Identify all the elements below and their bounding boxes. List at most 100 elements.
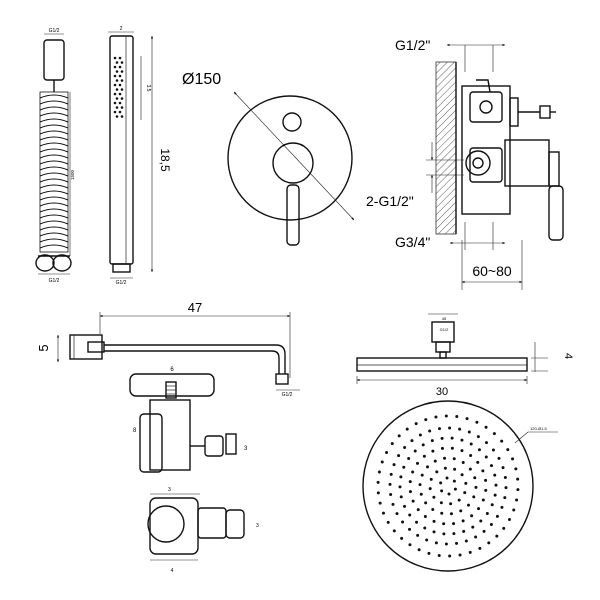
lower-valve-port [465,150,491,176]
spray-nozzle [115,106,119,109]
hose-coil-ring [39,244,69,249]
wall-flange [69,334,103,360]
spray-nozzle [120,106,124,109]
head-nozzle [389,472,393,476]
hose-coil-ring [39,142,69,147]
shower-head-side-drawing: 45 G1/2 4 30 [356,313,574,398]
hose-coil-ring [39,148,69,153]
head-nozzle [435,470,439,474]
head-nozzle [405,427,409,431]
head-nozzle [397,434,401,438]
head-nozzle [442,532,446,536]
hose-coil-ring [39,112,69,117]
hand-shower-top-label: 2 [120,26,123,32]
shower-head-top-drawing: 120-Ø1.5 [362,400,558,572]
head-nozzle [423,515,427,519]
shower-arm-drawing: 47 5 G1/2 [36,300,300,398]
diverter-knob [282,112,302,132]
head-nozzle [461,519,465,523]
head-nozzle [400,536,404,540]
hose-coil-ring [39,202,69,207]
diverter-stem [539,105,551,119]
head-nozzle [425,465,429,469]
head-nozzle [515,498,519,502]
head-nozzle [516,477,520,481]
mixer-front-drawing: Ø150 [182,71,355,246]
head-nozzle [477,507,481,511]
head-nozzle [474,535,478,539]
head-nozzle [421,443,425,447]
mixer-diameter-label: Ø150 [182,71,221,88]
head-nozzle [448,426,452,430]
head-nozzle [450,436,454,440]
hose-coil-ring [39,118,69,123]
head-nozzle [467,503,471,507]
head-nozzle [440,489,444,493]
outlet-label: 2-G1/2" [366,193,414,209]
head-nozzle [468,467,472,471]
head-nozzle [432,530,436,534]
mounting-depth-label: 60~80 [472,263,512,279]
head-nozzle [437,427,441,431]
hose-coil-ring [39,226,69,231]
head-nozzle [440,511,444,515]
head-nozzle [376,480,380,484]
head-nozzle [503,496,507,500]
head-nozzle [397,454,401,458]
mixer-cartridge [504,139,550,187]
head-nozzle [407,457,411,461]
hose-coil-ring [39,166,69,171]
head-nozzle [489,464,493,468]
spray-nozzles [113,56,124,118]
mixer-side-lever [548,185,564,241]
head-nozzle [516,488,520,492]
head-nozzle [478,546,482,550]
arm-height-label: 5 [36,344,51,351]
head-nozzle [437,553,441,557]
holder-height-label: 8 [133,428,137,434]
head-nozzle [401,520,405,524]
head-nozzle [464,539,468,543]
wall-outlet-holder-drawing: 6 3 8 [129,367,248,473]
head-nozzle [418,433,422,437]
head-nozzle [416,533,420,537]
head-connector [431,321,455,343]
hose-coil [39,91,69,253]
head-nozzle [445,476,449,480]
head-nozzle [452,522,456,526]
head-nozzle [484,441,488,445]
hose-base-label: G1/2 [49,278,60,284]
head-nozzle [449,502,453,506]
head-nozzle [450,446,454,450]
head-nozzle [467,430,471,434]
head-connector-label: 45 [442,316,447,321]
head-nozzle [428,487,432,491]
spray-nozzle [113,74,117,78]
upper-valve [469,91,503,123]
head-nozzle [501,466,505,470]
head-nozzle [491,448,495,452]
head-nozzle [413,449,417,453]
spray-nozzle [113,83,117,87]
head-nozzle [410,439,414,443]
head-nozzle [503,475,507,479]
head-nozzle [484,455,488,459]
head-nozzle [385,450,389,454]
hand-shower-base-label: G1/2 [116,280,127,286]
head-nozzle [411,499,415,503]
hose-coil-ring [39,184,69,189]
spray-nozzle [113,101,117,105]
spray-nozzle [118,101,122,105]
hose-coil-ring [39,232,69,237]
head-nozzle [432,495,436,499]
spray-nozzle [115,70,119,73]
mixer-handle-base [272,142,314,184]
head-nozzle [428,429,432,433]
head-nozzle [392,529,396,533]
head-nozzle [481,498,485,502]
head-nozzle [469,453,473,457]
head-nozzle [403,446,407,450]
head-nozzle [477,448,481,452]
head-nozzle [415,520,419,524]
